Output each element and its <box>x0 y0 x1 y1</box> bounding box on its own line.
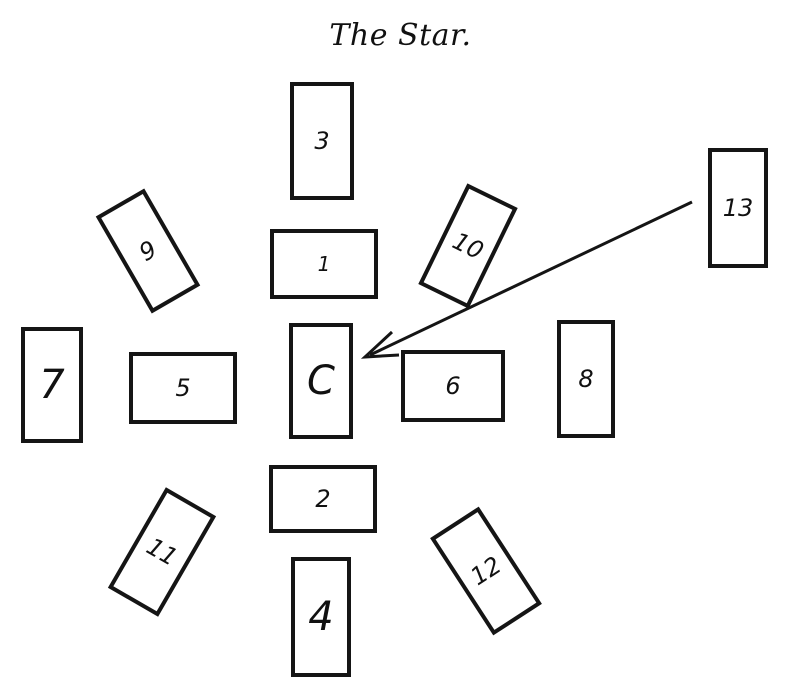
card-3: 3 <box>290 82 354 200</box>
card-7-label: 7 <box>39 362 64 408</box>
card-6: 6 <box>401 350 505 422</box>
card-10-label: 10 <box>448 227 488 266</box>
card-13: 13 <box>708 148 768 268</box>
card-11: 11 <box>108 487 216 616</box>
card-8-label: 8 <box>578 365 593 393</box>
card-3-label: 3 <box>314 127 329 155</box>
arrow-shaft <box>370 202 692 355</box>
card-2-label: 2 <box>315 485 330 513</box>
card-12-label: 12 <box>466 551 507 591</box>
card-center: C <box>289 323 353 439</box>
card-9: 9 <box>96 189 200 314</box>
card-1-label: 1 <box>318 252 331 276</box>
card-1: 1 <box>270 229 378 299</box>
card-5: 5 <box>129 352 237 424</box>
card-4-label: 4 <box>308 594 333 640</box>
card-8: 8 <box>557 320 615 438</box>
card-5-label: 5 <box>175 374 190 402</box>
card-7: 7 <box>21 327 83 443</box>
card-2: 2 <box>269 465 377 533</box>
diagram-title: The Star. <box>0 18 801 53</box>
card-center-label: C <box>307 358 335 404</box>
card-11-label: 11 <box>142 532 182 572</box>
card-13-label: 13 <box>723 194 754 222</box>
card-10: 10 <box>418 183 517 308</box>
card-4: 4 <box>291 557 351 677</box>
card-12: 12 <box>430 507 542 636</box>
card-9-label: 9 <box>134 235 161 267</box>
arrow-head <box>365 332 399 357</box>
card-6-label: 6 <box>445 372 460 400</box>
